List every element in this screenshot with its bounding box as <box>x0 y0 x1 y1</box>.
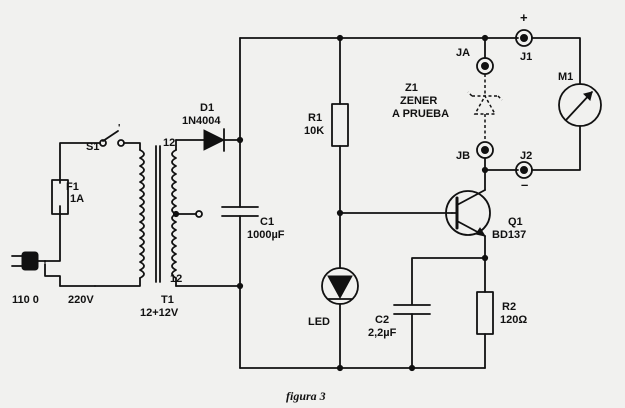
label-f1: F1 <box>66 181 79 193</box>
label-r1: R1 <box>308 112 322 124</box>
label-z1-desc-1: ZENER <box>400 95 437 107</box>
resistor-r1 <box>331 103 349 147</box>
transformer-t1 <box>139 139 203 287</box>
label-t1-value: 12+12V <box>140 307 179 319</box>
label-q1: Q1 <box>508 216 523 228</box>
label-r2: R2 <box>502 301 516 313</box>
wire-meter-top <box>531 37 581 85</box>
label-t1-tap-bottom: 12 <box>170 273 182 285</box>
label-t1: T1 <box>161 294 174 306</box>
label-led: LED <box>308 316 330 328</box>
wire-fuse-switch <box>59 142 101 181</box>
label-m1: M1 <box>558 71 573 83</box>
label-d1: D1 <box>200 102 214 114</box>
label-f1-value: 1A <box>70 193 84 205</box>
capacitor-c1 <box>221 206 259 217</box>
led <box>321 267 359 305</box>
label-j1: J1 <box>520 51 532 63</box>
label-q1-value: BD137 <box>492 229 526 241</box>
label-c1: C1 <box>260 216 274 228</box>
wire-plug-return <box>44 260 61 287</box>
jack-jb[interactable] <box>476 141 494 159</box>
jack-ja[interactable] <box>476 57 494 75</box>
zener-z1-dashed <box>467 74 503 142</box>
wire-meter-bottom <box>531 125 581 171</box>
label-c1-value: 1000µF <box>247 229 285 241</box>
wire-plug-fuse <box>44 205 61 262</box>
label-d1-value: 1N4004 <box>182 115 221 127</box>
label-jb: JB <box>456 150 470 162</box>
switch-s1 <box>99 130 141 151</box>
label-c2-value: 2,2µF <box>368 327 397 339</box>
resistor-r2 <box>476 291 494 335</box>
label-c2: C2 <box>375 314 389 326</box>
label-plus: + <box>520 10 528 25</box>
diode-d1 <box>203 128 226 152</box>
label-t1-tap-top: 12 <box>163 137 175 149</box>
mains-plug <box>11 251 46 271</box>
figure-caption: figura 3 <box>286 389 326 403</box>
wire-primary-return <box>59 277 141 287</box>
wire-c2-top <box>411 257 486 305</box>
capacitor-c2 <box>393 304 431 315</box>
label-ja: JA <box>456 47 470 59</box>
label-r2-value: 120Ω <box>500 314 527 326</box>
label-z1: Z1 <box>405 82 418 94</box>
label-s1: S1 <box>86 141 99 153</box>
label-z1-desc-2: A PRUEBA <box>392 108 449 120</box>
label-mains-110: 110 0 <box>12 294 39 306</box>
meter-m1 <box>558 83 602 127</box>
label-mains-220: 220V <box>68 294 94 306</box>
transistor-q1 <box>445 189 491 237</box>
label-r1-value: 10K <box>304 125 324 137</box>
label-minus: – <box>521 177 528 192</box>
svg-text:': ' <box>118 123 120 134</box>
label-j2: J2 <box>520 150 532 162</box>
